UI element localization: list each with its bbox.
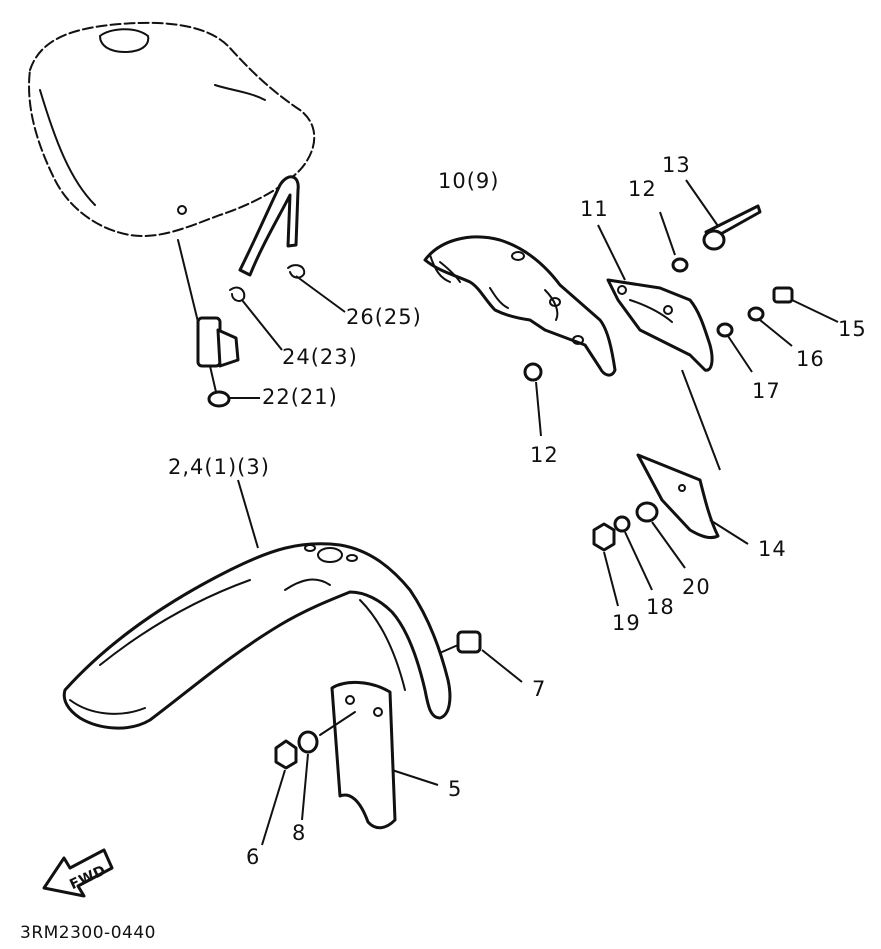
washer-8 [297, 730, 319, 754]
clip-26 [287, 264, 306, 279]
label-7: 7 [532, 677, 546, 701]
label-17: 17 [752, 379, 781, 403]
label-12-top: 12 [628, 177, 657, 201]
label-10-9: 10(9) [438, 169, 499, 193]
label-14: 14 [758, 537, 787, 561]
headlight-cover [423, 235, 617, 377]
label-19: 19 [612, 611, 641, 635]
drawing-code: 3RM2300-0440 [20, 923, 156, 943]
spacer-20 [635, 501, 659, 523]
mud-flap [330, 681, 397, 830]
label-18: 18 [646, 595, 675, 619]
washer-17 [716, 322, 734, 338]
guard-plate [636, 453, 720, 540]
front-fender [62, 542, 452, 730]
label-16: 16 [796, 347, 825, 371]
label-8: 8 [292, 821, 306, 845]
label-11: 11 [580, 197, 609, 221]
fuel-tank [28, 21, 316, 237]
label-5: 5 [448, 777, 462, 801]
label-24-23: 24(23) [282, 345, 358, 369]
bolt-13 [702, 204, 762, 251]
clip-24 [229, 286, 246, 302]
washer-12-bottom [523, 362, 543, 382]
label-2-4-1-3: 2,4(1)(3) [168, 455, 270, 479]
label-15: 15 [838, 317, 867, 341]
label-26-25: 26(25) [346, 305, 422, 329]
label-13: 13 [662, 153, 691, 177]
bolt-15 [772, 286, 794, 304]
washer-16 [747, 306, 765, 322]
nut-6 [274, 739, 298, 770]
fwd-arrow-icon: FWD [42, 848, 114, 898]
washer-12-top [671, 257, 689, 273]
label-6: 6 [246, 845, 260, 869]
label-20: 20 [682, 575, 711, 599]
bracket [606, 278, 714, 372]
fuel-hose [238, 175, 300, 277]
label-22-21: 22(21) [262, 385, 338, 409]
label-12-bottom: 12 [530, 443, 559, 467]
washer-18 [613, 515, 631, 533]
nut-19 [592, 522, 616, 552]
fuel-cock [177, 239, 240, 408]
bolt-7 [441, 630, 482, 654]
